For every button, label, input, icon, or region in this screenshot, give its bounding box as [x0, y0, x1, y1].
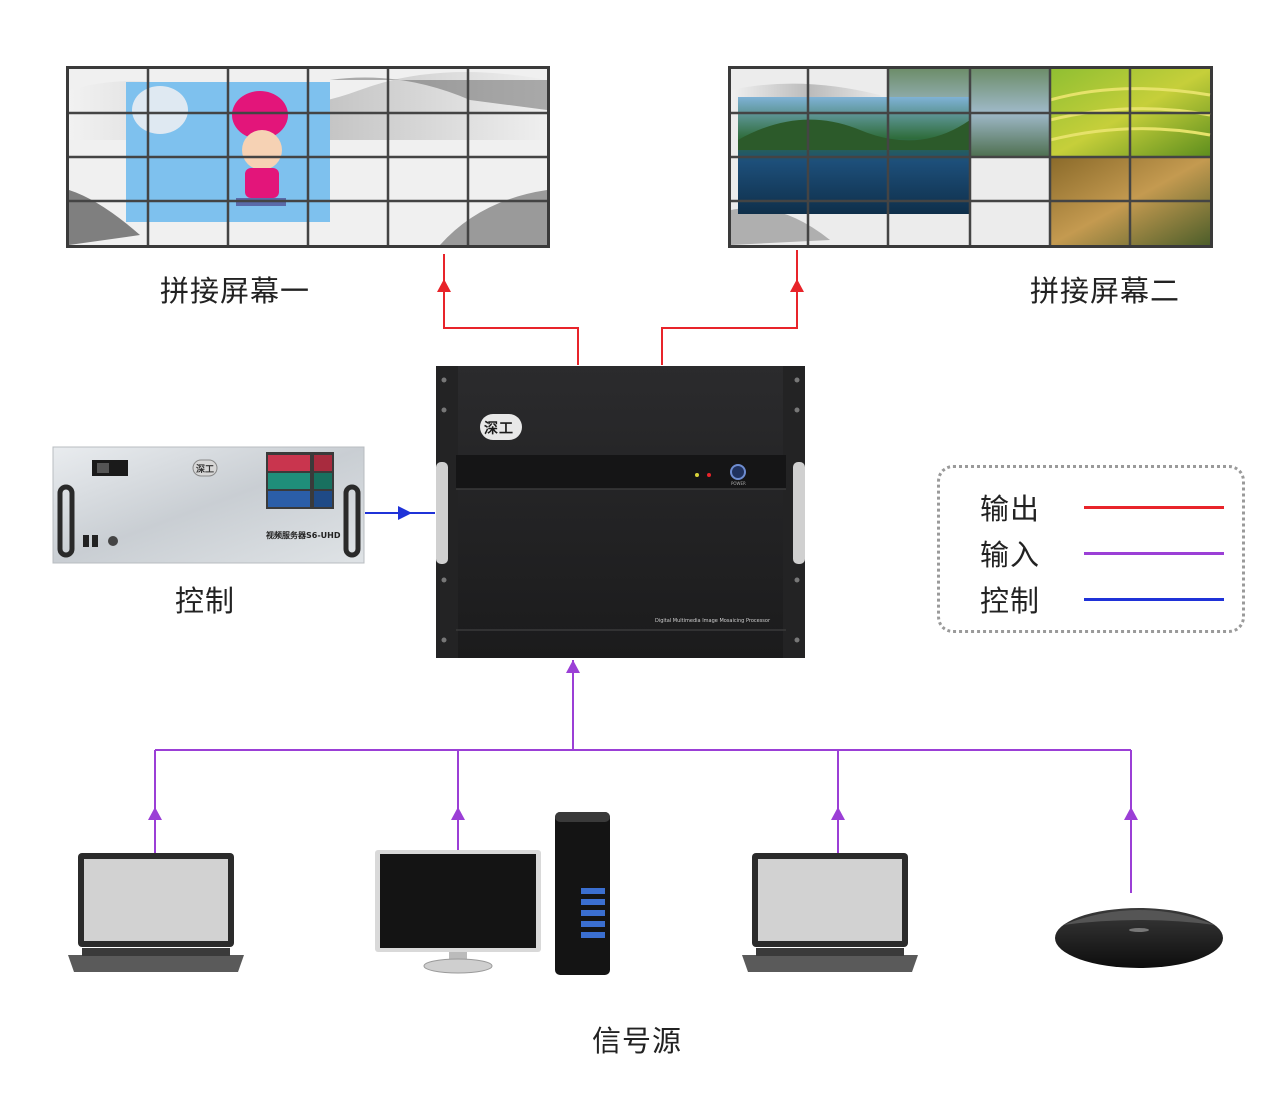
control-server	[52, 446, 365, 564]
output-connection-left	[443, 254, 579, 365]
server-model-label: 视频服务器S6-UHD	[266, 531, 341, 540]
desktop-monitor	[375, 850, 541, 974]
video-wall-one	[66, 66, 550, 248]
desktop-tower	[555, 812, 610, 975]
legend-label: 输出	[980, 492, 1041, 526]
legend-item-output: 输出	[980, 486, 1224, 528]
laptop-two	[742, 853, 918, 972]
processor-logo: 深工	[484, 421, 514, 437]
output-connection-right	[661, 250, 798, 365]
laptop-one	[68, 853, 244, 972]
legend: 输出 输入 控制	[937, 465, 1245, 633]
server-logo: 深工	[196, 465, 215, 475]
control-device-label: 控制	[175, 584, 236, 618]
legend-item-input: 输入	[980, 532, 1224, 574]
mosaic-processor	[436, 366, 805, 658]
screen-two-label: 拼接屏幕二	[1030, 274, 1181, 308]
output-arrow-left	[437, 279, 451, 292]
processor-caption: Digital Multimedia Image Mosaicing Proce…	[655, 618, 771, 624]
legend-swatch-output	[1084, 505, 1224, 509]
legend-label: 输入	[980, 538, 1041, 572]
legend-swatch-input	[1084, 551, 1224, 555]
input-bus	[154, 660, 1132, 893]
signal-source-label: 信号源	[592, 1024, 683, 1058]
legend-label: 控制	[980, 584, 1041, 618]
legend-swatch-control	[1084, 597, 1224, 601]
power-label: POWER	[731, 481, 746, 486]
video-wall-two	[728, 66, 1213, 248]
output-arrow-right	[790, 279, 804, 292]
screen-one-label: 拼接屏幕一	[160, 274, 311, 308]
input-arrows	[148, 660, 1138, 820]
control-arrow	[398, 506, 412, 520]
media-box	[1055, 908, 1223, 968]
legend-item-control: 控制	[980, 578, 1224, 620]
